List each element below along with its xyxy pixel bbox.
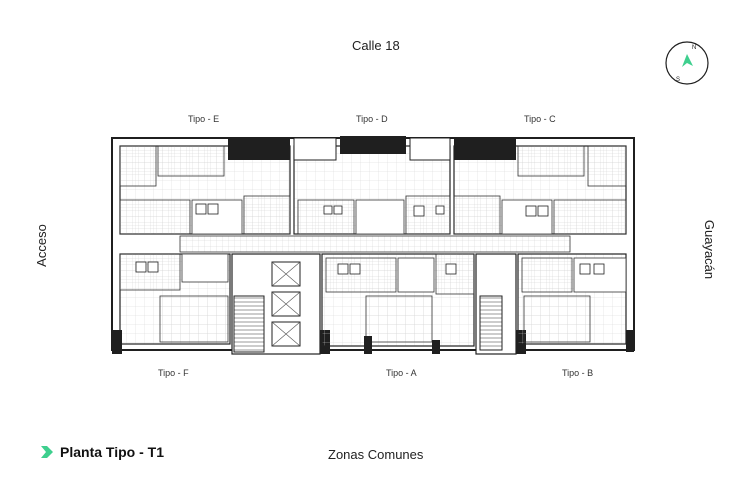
access-label: Acceso bbox=[33, 224, 49, 267]
compass-north: N bbox=[692, 45, 696, 51]
plan-title: Planta Tipo - T1 bbox=[40, 444, 164, 460]
unit-tipo-e bbox=[119, 138, 291, 235]
corridor bbox=[179, 235, 571, 253]
unit-tipo-b bbox=[517, 253, 634, 352]
unit-tipo-d bbox=[293, 136, 451, 235]
common-areas-label: Zonas Comunes bbox=[328, 447, 424, 462]
north-arrow-icon bbox=[682, 54, 693, 67]
unit-label-tipo-c: Tipo - C bbox=[524, 114, 556, 124]
compass-south: S bbox=[676, 77, 680, 83]
unit-tipo-f bbox=[112, 253, 231, 354]
unit-label-tipo-f: Tipo - F bbox=[158, 368, 189, 378]
chevron-right-icon bbox=[41, 446, 53, 458]
unit-label-tipo-d: Tipo - D bbox=[356, 114, 388, 124]
compass: N S bbox=[664, 40, 710, 86]
unit-tipo-c bbox=[453, 138, 627, 235]
street-label-right: Guayacán bbox=[702, 219, 718, 280]
fixtures bbox=[135, 203, 605, 275]
street-label-top: Calle 18 bbox=[352, 38, 400, 53]
core-stairs-elevators bbox=[231, 253, 330, 355]
plan-title-text: Planta Tipo - T1 bbox=[60, 444, 164, 460]
unit-label-tipo-e: Tipo - E bbox=[188, 114, 220, 124]
unit-label-tipo-a: Tipo - A bbox=[386, 368, 417, 378]
unit-label-tipo-b: Tipo - B bbox=[562, 368, 594, 378]
